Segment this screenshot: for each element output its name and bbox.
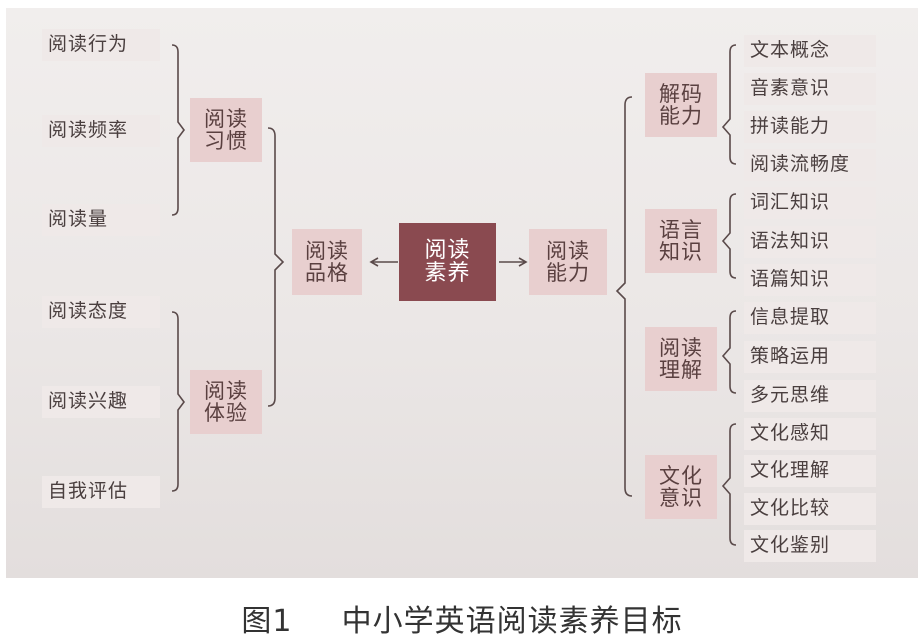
node-reading-comprehension-line1: 阅读	[659, 335, 703, 360]
leaf-cultural-understanding: 文化理解	[744, 455, 876, 487]
leaf-reading-interest: 阅读兴趣	[42, 386, 160, 418]
node-reading-experience: 阅读体验	[190, 370, 262, 434]
node-reading-comprehension-line2: 理解	[659, 358, 703, 382]
leaf-reading-behavior: 阅读行为	[42, 29, 160, 61]
brace-decoding	[721, 44, 737, 165]
node-reading-ability-line1: 阅读	[546, 238, 590, 263]
brace-experience	[171, 311, 185, 492]
leaf-diverse-thinking: 多元思维	[744, 380, 876, 412]
node-reading-experience-line2: 体验	[204, 401, 248, 425]
node-decoding-ability-line2: 能力	[659, 104, 703, 128]
node-reading-literacy-line2: 素养	[424, 261, 471, 286]
brace-habit	[171, 44, 185, 216]
leaf-self-assessment: 自我评估	[42, 476, 160, 508]
leaf-reading-frequency: 阅读频率	[42, 115, 160, 147]
brace-comprehension	[721, 310, 737, 394]
node-reading-ability: 阅读能力	[529, 229, 607, 295]
node-reading-experience-line1: 阅读	[204, 378, 248, 403]
brace-ability	[615, 96, 633, 497]
node-reading-character-line1: 阅读	[305, 238, 349, 263]
node-reading-literacy-line1: 阅读	[424, 237, 471, 263]
leaf-grammar-knowledge: 语法知识	[744, 226, 876, 258]
leaf-vocabulary-knowledge: 词汇知识	[744, 187, 876, 219]
leaf-reading-amount: 阅读量	[42, 204, 160, 236]
figure-caption: 图1 中小学英语阅读素养目标	[0, 596, 924, 640]
brace-character	[267, 127, 285, 407]
node-language-knowledge: 语言知识	[645, 209, 717, 273]
leaf-strategy-use: 策略运用	[744, 341, 876, 373]
node-cultural-awareness: 文化意识	[645, 455, 717, 519]
node-reading-literacy: 阅读素养	[399, 223, 496, 301]
leaf-information-extraction: 信息提取	[744, 302, 876, 334]
node-reading-habit: 阅读习惯	[190, 98, 262, 162]
leaf-cultural-perception: 文化感知	[744, 418, 876, 450]
leaf-cultural-appreciation: 文化鉴别	[744, 530, 876, 562]
node-decoding-ability-line1: 解码	[659, 81, 703, 106]
node-reading-comprehension: 阅读理解	[645, 327, 717, 391]
leaf-reading-fluency: 阅读流畅度	[744, 149, 876, 181]
leaf-text-concept: 文本概念	[744, 35, 876, 67]
node-reading-habit-line1: 阅读	[204, 106, 248, 131]
leaf-reading-attitude: 阅读态度	[42, 296, 160, 328]
node-reading-habit-line2: 习惯	[204, 129, 248, 153]
leaf-phonemic-awareness: 音素意识	[744, 73, 876, 105]
node-cultural-awareness-line1: 文化	[659, 463, 703, 488]
brace-language	[721, 193, 737, 279]
node-reading-ability-line2: 能力	[546, 261, 590, 285]
node-reading-character-line2: 品格	[305, 261, 349, 285]
figure-title: 中小学英语阅读素养目标	[341, 604, 683, 639]
figure-number: 图1	[241, 604, 293, 639]
node-language-knowledge-line1: 语言	[659, 217, 703, 242]
node-language-knowledge-line2: 知识	[659, 240, 703, 264]
node-decoding-ability: 解码能力	[645, 73, 717, 137]
leaf-phonics-ability: 拼读能力	[744, 111, 876, 143]
leaf-discourse-knowledge: 语篇知识	[744, 264, 876, 296]
brace-culture	[721, 423, 737, 546]
node-reading-character: 阅读品格	[292, 229, 362, 295]
node-cultural-awareness-line2: 意识	[659, 486, 703, 510]
leaf-cultural-comparison: 文化比较	[744, 493, 876, 525]
